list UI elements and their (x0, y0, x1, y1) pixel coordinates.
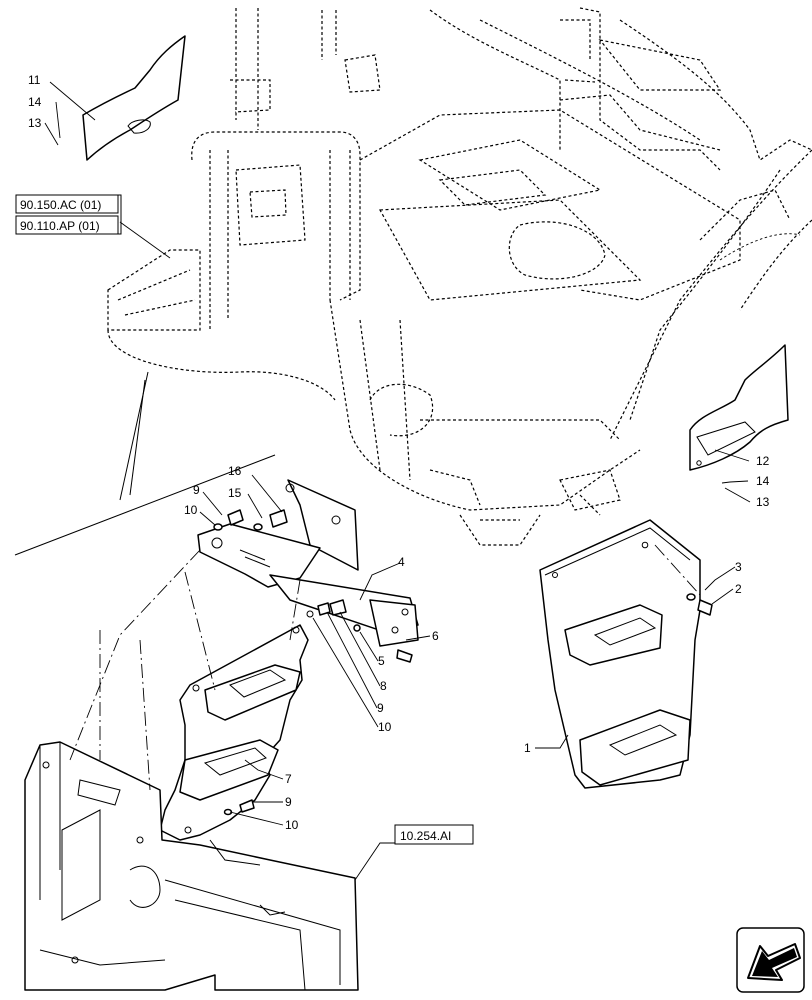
right-step-hardware (686, 593, 713, 616)
right-cab-panel (689, 344, 789, 471)
callout-6: 6 (432, 629, 439, 643)
break-line (14, 371, 276, 556)
navigation-arrow-icon[interactable] (736, 927, 805, 993)
right-step (539, 519, 701, 789)
callout-1: 1 (524, 741, 531, 755)
callout-7: 7 (285, 772, 292, 786)
callout-10-top: 10 (184, 503, 198, 517)
callout-5: 5 (378, 654, 385, 668)
callout-3: 3 (735, 560, 742, 574)
leader-lines (44, 81, 751, 881)
cab-frame-ghost (107, 7, 812, 546)
callout-11: 11 (28, 73, 41, 87)
callout-9-mid: 9 (377, 701, 384, 715)
callout-13-right: 13 (756, 495, 770, 509)
construction-lines (69, 549, 301, 791)
callout-15: 15 (228, 486, 242, 500)
reference-10-254-ai[interactable]: 10.254.AI (394, 824, 474, 845)
reference-90-150-ac[interactable]: 90.150.AC (01) (15, 194, 119, 214)
callout-8: 8 (380, 679, 387, 693)
callout-14-left: 14 (28, 95, 42, 109)
left-step (159, 624, 309, 841)
bracket-hardware (213, 509, 413, 663)
left-cab-panel (82, 35, 186, 161)
step-bracket (197, 479, 419, 647)
callout-9-low: 9 (285, 795, 292, 809)
callout-10-low: 10 (285, 818, 299, 832)
callout-2: 2 (735, 582, 742, 596)
lower-body (24, 741, 359, 991)
callout-labels: 11 14 13 12 14 13 3 2 1 4 6 5 8 9 10 7 9… (28, 73, 770, 832)
callout-14-right: 14 (756, 474, 770, 488)
callout-9-top: 9 (193, 483, 200, 497)
callout-13-left: 13 (28, 116, 42, 130)
callout-12: 12 (756, 454, 770, 468)
callout-4: 4 (398, 555, 405, 569)
reference-label: 10.254.AI (400, 829, 451, 843)
reference-label: 90.110.AP (01) (20, 219, 100, 233)
reference-90-110-ap[interactable]: 90.110.AP (01) (15, 215, 119, 235)
callout-10-mid: 10 (378, 720, 392, 734)
reference-label: 90.150.AC (01) (20, 198, 101, 212)
callout-16: 16 (228, 464, 242, 478)
